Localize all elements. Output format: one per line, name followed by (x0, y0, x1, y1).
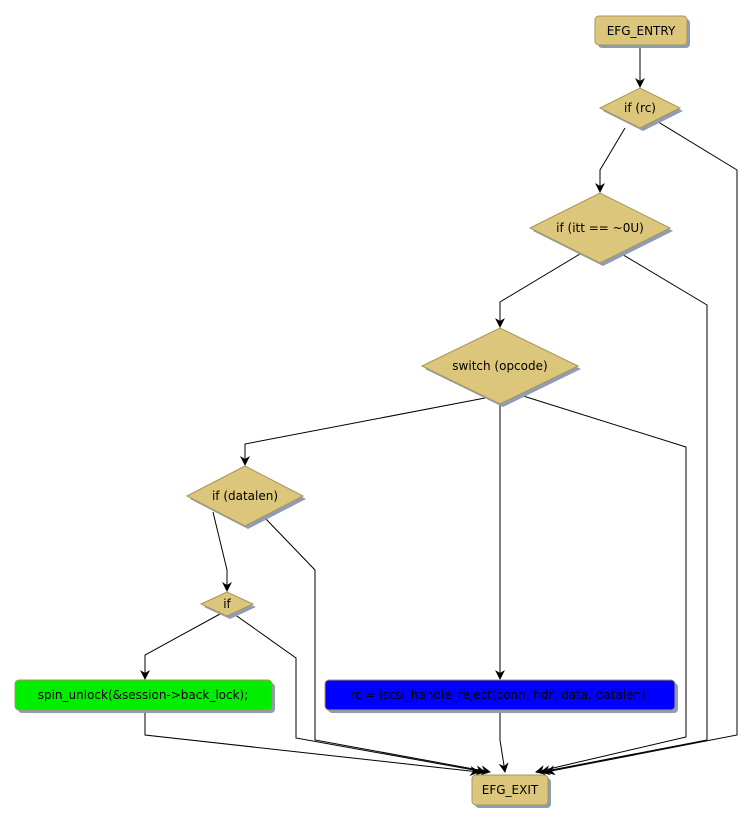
node-handle-reject: rc = iscsi_handle_reject(conn, hdr, data… (324, 679, 678, 713)
node-if: if (199, 591, 256, 619)
node-label: rc = iscsi_handle_reject(conn, hdr, data… (350, 688, 650, 702)
node-if-rc: if (rc) (598, 87, 683, 131)
edge-if-datalen-to-if (212, 511, 232, 592)
edge-if-rc-to-exit (545, 119, 738, 776)
node-exit: EFG_EXIT (471, 774, 551, 808)
node-label: spin_unlock(&session->back_lock); (38, 688, 249, 702)
edge-if-itt-to-switch (495, 253, 581, 328)
node-if-datalen: if (datalen) (185, 465, 306, 529)
edge-if-to-spin-unlock (140, 613, 221, 680)
node-label: if (223, 597, 231, 611)
node-if-itt: if (itt == ~0U) (528, 192, 673, 266)
edge-handle-reject-to-exit (498, 710, 509, 773)
node-switch-opcode: switch (opcode) (420, 327, 581, 407)
edge-if-itt-to-exit (540, 252, 708, 776)
edge-switch-to-if-datalen (240, 397, 486, 466)
node-label: if (datalen) (212, 489, 278, 503)
node-label: if (rc) (624, 101, 656, 115)
edge-switch-to-exit (519, 394, 687, 775)
edge-spin-unlock-to-exit (144, 710, 480, 776)
node-entry: EFG_ENTRY (594, 15, 690, 48)
edge-if-to-exit (233, 613, 486, 776)
node-label: EFG_ENTRY (607, 24, 676, 38)
node-label: EFG_EXIT (482, 783, 539, 797)
edge-if-rc-to-if-itt (595, 127, 626, 193)
edges (140, 45, 738, 776)
node-label: if (itt == ~0U) (556, 221, 644, 235)
node-label: switch (opcode) (452, 359, 547, 373)
node-spin-unlock: spin_unlock(&session->back_lock); (14, 679, 275, 713)
edge-if-datalen-to-exit (264, 517, 491, 776)
